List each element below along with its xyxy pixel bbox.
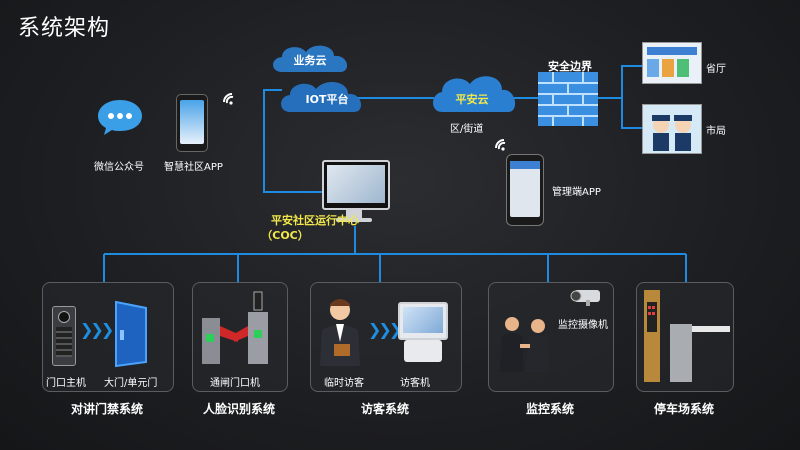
visitor-machine-base <box>404 340 442 362</box>
cloud-safe-label: 平安云 <box>455 93 489 106</box>
visitor-person-image <box>320 299 360 366</box>
security-guards-image <box>500 317 550 372</box>
page-title: 系统架构 <box>18 16 111 41</box>
coc-monitor-base <box>336 218 372 222</box>
cloud-iot-icon <box>281 81 362 112</box>
wechat-icon <box>98 100 142 135</box>
visitor-item-1: 临时访客 <box>324 378 364 389</box>
province-screen-image <box>642 42 702 84</box>
coc-title: 平安社区运行中心 <box>271 214 359 227</box>
admin-app-label: 管理端APP <box>552 187 601 198</box>
wechat-label: 微信公众号 <box>94 162 144 173</box>
coc-monitor-stand <box>346 208 362 218</box>
parking-system-title: 停车场系统 <box>653 402 714 416</box>
intercom-item-2: 大门/单元门 <box>104 378 158 389</box>
firewall-icon <box>538 72 598 126</box>
cloud-safe-icon <box>433 76 516 112</box>
visitor-machine-image <box>398 302 448 340</box>
city-label: 市局 <box>706 126 726 137</box>
smart-app-phone-image <box>176 94 208 152</box>
arrow-icon-2: ❯❯❯ <box>368 320 402 339</box>
door-host-image <box>52 306 76 366</box>
wifi-signal-admin-icon <box>495 139 506 151</box>
face-system-title: 人脸识别系统 <box>202 402 275 416</box>
cloud-business-icon <box>273 45 348 72</box>
police-image <box>642 104 702 154</box>
admin-app-phone-image <box>506 154 544 226</box>
visitor-item-2: 访客机 <box>400 378 430 389</box>
smart-app-label: 智慧社区APP <box>164 162 223 173</box>
intercom-system-title: 对讲门禁系统 <box>70 402 143 416</box>
face-item-1: 通闸门口机 <box>210 378 260 389</box>
intercom-item-1: 门口主机 <box>46 378 86 389</box>
coc-monitor-image <box>322 160 390 210</box>
monitor-system-title: 监控系统 <box>525 402 574 416</box>
province-label: 省厅 <box>706 64 726 75</box>
door-icon <box>115 300 147 368</box>
arrow-icon: ❯❯❯ <box>80 320 114 339</box>
cloud-business-label: 业务云 <box>293 54 327 67</box>
monitor-item-1: 监控摄像机 <box>558 320 608 331</box>
district-label: 区/街道 <box>450 124 484 135</box>
visitor-system-title: 访客系统 <box>360 402 409 416</box>
wifi-signal-icon <box>223 93 234 105</box>
surveillance-camera-icon <box>570 290 600 306</box>
cloud-iot-label: IOT平台 <box>305 93 349 106</box>
parking-barrier-image <box>644 290 730 382</box>
firewall-label: 安全边界 <box>548 60 592 73</box>
coc-subtitle: （COC） <box>261 229 309 242</box>
turnstile-gate-image <box>202 291 268 364</box>
